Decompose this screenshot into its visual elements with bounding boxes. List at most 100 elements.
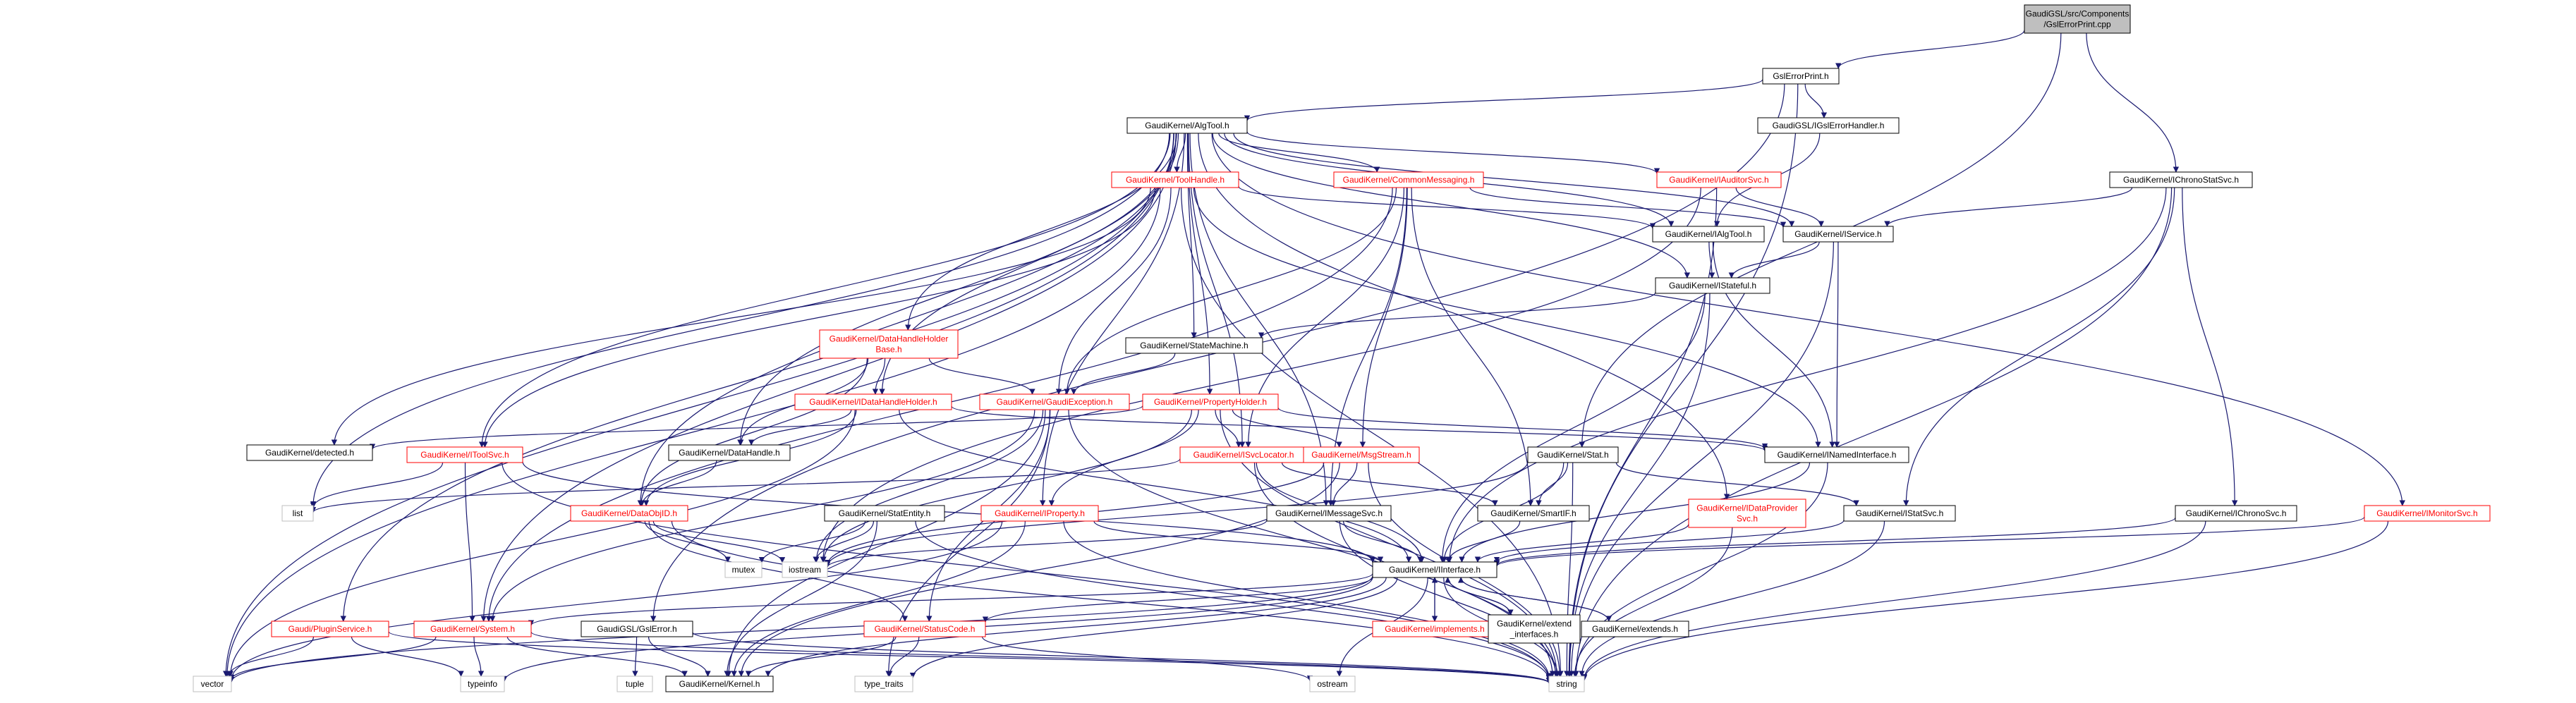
- node-commonmessaging[interactable]: GaudiKernel/CommonMessaging.h: [1333, 171, 1484, 188]
- node-kernel[interactable]: GaudiKernel/Kernel.h: [665, 676, 774, 692]
- node-statentity[interactable]: GaudiKernel/StatEntity.h: [824, 505, 945, 522]
- edge-gslerrorprint-to-algtool: [1244, 78, 1763, 122]
- node-statemachine[interactable]: GaudiKernel/StateMachine.h: [1125, 337, 1263, 354]
- node-system[interactable]: GaudiKernel/System.h: [413, 621, 532, 637]
- node-ialgtool[interactable]: GaudiKernel/IAlgTool.h: [1652, 226, 1765, 243]
- node-iinterface[interactable]: GaudiKernel/IInterface.h: [1372, 561, 1497, 578]
- node-stat-box: [1527, 446, 1619, 463]
- edge-ichronosvc-to-iinterface: [1494, 517, 2176, 566]
- node-igslerrorhandler[interactable]: GaudiGSL/IGslErrorHandler.h: [1757, 117, 1900, 134]
- node-mutex[interactable]: mutex: [724, 561, 763, 578]
- edge-iauditorsvc-to-string: [1566, 187, 1718, 677]
- node-iostream-box: [782, 561, 828, 578]
- node-ichronostatsvc[interactable]: GaudiKernel/IChronoStatSvc.h: [2109, 171, 2253, 188]
- edge-idatahandleholder-to-vector: [227, 409, 856, 677]
- node-detected[interactable]: GaudiKernel/detected.h: [246, 444, 373, 461]
- node-statuscode[interactable]: GaudiKernel/StatusCode.h: [863, 621, 986, 637]
- node-typeinfo[interactable]: typeinfo: [460, 676, 505, 692]
- edge-idataprovidersvc-to-iinterface: [1474, 523, 1689, 563]
- node-imessagesvc[interactable]: GaudiKernel/IMessageSvc.h: [1266, 505, 1392, 522]
- node-gslerror[interactable]: GaudiGSL/GslError.h: [581, 621, 693, 637]
- node-list[interactable]: list: [281, 505, 314, 522]
- node-pluginservice[interactable]: Gaudi/PluginService.h: [271, 621, 389, 637]
- node-istateful-label: GaudiKernel/IStateful.h: [1669, 281, 1756, 291]
- node-tuple[interactable]: tuple: [616, 676, 653, 692]
- edge-statentity-to-mutex: [758, 520, 866, 563]
- node-stat[interactable]: GaudiKernel/Stat.h: [1527, 446, 1619, 463]
- node-iauditorsvc-box: [1656, 171, 1782, 188]
- node-extends[interactable]: GaudiKernel/extends.h: [1581, 621, 1689, 637]
- node-iinterface-label: GaudiKernel/IInterface.h: [1389, 565, 1481, 575]
- edge-istateful-to-string: [1566, 293, 1711, 677]
- node-smartif-label: GaudiKernel/SmartIF.h: [1490, 508, 1576, 518]
- node-implements-label: GaudiKernel/implements.h: [1385, 624, 1484, 634]
- edge-toolhandle-to-itoolsvc: [482, 187, 1156, 448]
- node-ichronosvc[interactable]: GaudiKernel/IChronoSvc.h: [2175, 505, 2297, 522]
- node-isvclocator[interactable]: GaudiKernel/ISvcLocator.h: [1179, 446, 1308, 463]
- edge-root-to-ichronostatsvc: [2086, 32, 2180, 173]
- node-system-box: [413, 621, 532, 637]
- node-type_traits[interactable]: type_traits: [854, 676, 913, 692]
- node-iservice[interactable]: GaudiKernel/IService.h: [1782, 226, 1894, 243]
- edge-toolhandle-to-detected: [331, 187, 1151, 446]
- node-istatsvc[interactable]: GaudiKernel/IStatSvc.h: [1843, 505, 1956, 522]
- node-iproperty[interactable]: GaudiKernel/IProperty.h: [980, 505, 1099, 522]
- node-datahandle[interactable]: GaudiKernel/DataHandle.h: [668, 444, 791, 461]
- node-iostream[interactable]: iostream: [782, 561, 828, 578]
- edge-commonmessaging-to-iservice: [1469, 187, 1787, 228]
- edge-gaudiexception-to-system: [490, 409, 1035, 622]
- node-propertyholder-label: GaudiKernel/PropertyHolder.h: [1154, 397, 1267, 407]
- edge-iproperty-to-iinterface: [1093, 520, 1384, 563]
- edge-statuscode-to-ostream: [981, 636, 1313, 682]
- edge-ichronostatsvc-to-string: [1573, 187, 2173, 677]
- node-propertyholder-box: [1142, 393, 1279, 410]
- node-stat-label: GaudiKernel/Stat.h: [1537, 450, 1608, 460]
- edge-gslerror-to-kernel: [648, 636, 711, 677]
- node-gaudiexception[interactable]: GaudiKernel/GaudiException.h: [979, 393, 1130, 410]
- node-istateful[interactable]: GaudiKernel/IStateful.h: [1655, 277, 1770, 294]
- node-iauditorsvc[interactable]: GaudiKernel/IAuditorSvc.h: [1656, 171, 1782, 188]
- node-itoolsvc[interactable]: GaudiKernel/IToolSvc.h: [406, 446, 523, 463]
- node-extend_interfaces-label: GaudiKernel/extend: [1497, 619, 1572, 629]
- node-inamedinterface[interactable]: GaudiKernel/INamedInterface.h: [1764, 446, 1909, 463]
- edge-system-to-vector: [228, 636, 437, 681]
- edge-gslerrorprint-to-string: [1567, 83, 1799, 677]
- edge-algtool-to-list: [310, 133, 1170, 508]
- node-ostream-label: ostream: [1317, 679, 1347, 689]
- node-statemachine-box: [1125, 337, 1263, 354]
- node-ialgtool-box: [1652, 226, 1765, 243]
- edge-iinterface-to-vector: [228, 575, 1373, 683]
- node-extend_interfaces[interactable]: GaudiKernel/extend_interfaces.h: [1488, 614, 1581, 644]
- node-ichronostatsvc-box: [2109, 171, 2253, 188]
- node-vector[interactable]: vector: [193, 676, 232, 692]
- node-statentity-label: GaudiKernel/StatEntity.h: [839, 508, 931, 518]
- node-idatahandleholder[interactable]: GaudiKernel/IDataHandleHolder.h: [794, 393, 952, 410]
- node-imonitorsvc[interactable]: GaudiKernel/IMonitorSvc.h: [2364, 505, 2491, 522]
- node-toolhandle[interactable]: GaudiKernel/ToolHandle.h: [1111, 171, 1239, 188]
- node-propertyholder[interactable]: GaudiKernel/PropertyHolder.h: [1142, 393, 1279, 410]
- node-iinterface-box: [1372, 561, 1497, 578]
- node-dataobjid[interactable]: GaudiKernel/DataObjID.h: [570, 505, 688, 522]
- node-type_traits-box: [854, 676, 913, 692]
- node-algtool[interactable]: GaudiKernel/AlgTool.h: [1126, 117, 1248, 134]
- node-idataprovidersvc-box: [1688, 499, 1806, 528]
- node-msgstream[interactable]: GaudiKernel/MsgStream.h: [1303, 446, 1420, 463]
- node-implements[interactable]: GaudiKernel/implements.h: [1372, 621, 1497, 637]
- node-datahandleholderbase-box: [819, 329, 959, 359]
- node-gslerrorprint[interactable]: GslErrorPrint.h: [1762, 68, 1840, 85]
- node-itoolsvc-label: GaudiKernel/IToolSvc.h: [420, 450, 509, 460]
- edge-imessagesvc-to-iostream: [824, 520, 1268, 568]
- node-string[interactable]: string: [1548, 676, 1585, 692]
- node-ostream[interactable]: ostream: [1309, 676, 1356, 692]
- edge-algtool-to-iauditorsvc: [1246, 131, 1660, 174]
- node-root[interactable]: GaudiGSL/src/Components/GslErrorPrint.cp…: [2024, 4, 2131, 34]
- edge-msgstream-to-imessagesvc: [1330, 462, 1358, 506]
- edge-iauditorsvc-to-iostream: [820, 187, 1701, 563]
- node-gslerror-box: [581, 621, 693, 637]
- node-smartif[interactable]: GaudiKernel/SmartIF.h: [1477, 505, 1590, 522]
- node-extends-box: [1581, 621, 1689, 637]
- node-ostream-box: [1309, 676, 1356, 692]
- edge-algtool-to-imessagesvc: [1189, 133, 1330, 506]
